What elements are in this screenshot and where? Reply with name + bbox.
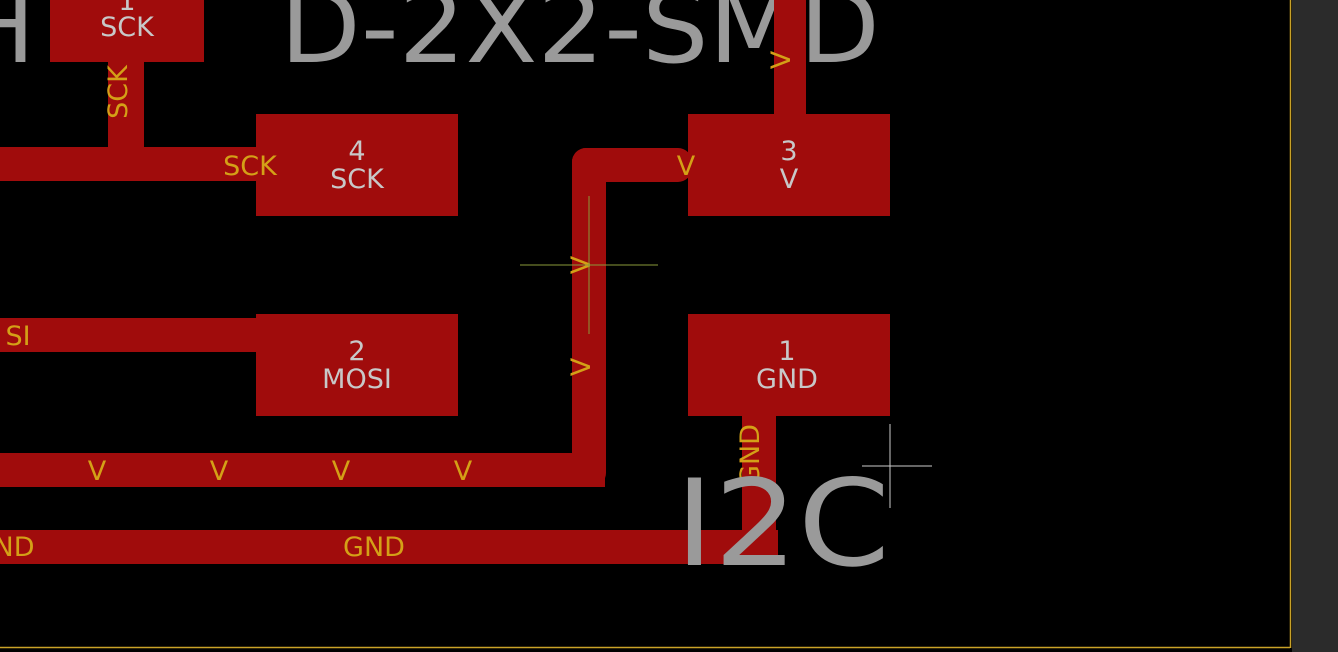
pad-top-number: 1 — [118, 0, 135, 17]
trace-v-top[interactable] — [572, 148, 692, 182]
net-label-v-4: V — [454, 456, 473, 487]
net-label-v-2: V — [210, 456, 229, 487]
net-label-gnd-left: ND — [0, 532, 35, 563]
net-label-mosi: SI — [5, 321, 30, 352]
pad-2[interactable] — [256, 314, 458, 416]
trace-gnd-horizontal[interactable] — [0, 530, 778, 564]
package-name-silk-prefix: H — [0, 0, 35, 86]
pad-1[interactable] — [688, 314, 890, 416]
trace-gnd-vertical[interactable] — [742, 410, 776, 564]
pad-4-number: 4 — [348, 136, 365, 167]
pad-top[interactable] — [50, 0, 204, 62]
part-name-silk: I2C — [675, 455, 890, 594]
net-label-gnd-vertical: GND — [735, 424, 766, 486]
net-label-v-3: V — [332, 456, 351, 487]
pad-3-number: 3 — [780, 136, 797, 167]
origin-crosshair-v — [520, 196, 658, 334]
net-label-sck-vertical: SCK — [103, 64, 134, 119]
trace-mosi[interactable] — [0, 318, 260, 352]
trace-sck-vertical[interactable] — [108, 60, 144, 154]
trace-sck-horizontal[interactable] — [0, 147, 260, 181]
pad-4-name: SCK — [330, 164, 385, 195]
net-label-v-up: V — [766, 50, 797, 69]
pad-3-name: V — [780, 164, 799, 195]
pad-1-number: 1 — [778, 336, 795, 367]
pad-top-name: SCK — [100, 12, 155, 43]
side-panel — [1292, 0, 1338, 652]
net-label-v-1: V — [88, 456, 107, 487]
net-label-gnd: GND — [343, 532, 405, 563]
net-label-v-pad3: V — [677, 151, 696, 182]
traces — [0, 0, 806, 564]
pad-3[interactable] — [688, 114, 890, 216]
net-label-v-vert-2: V — [566, 357, 597, 376]
net-label-sck: SCK — [223, 151, 278, 182]
origin-crosshair-part — [862, 424, 932, 508]
pad-2-name: MOSI — [322, 364, 392, 395]
pad-2-number: 2 — [348, 336, 365, 367]
trace-v-up[interactable] — [774, 0, 806, 118]
pad-4[interactable] — [256, 114, 458, 216]
trace-v-bottom[interactable] — [0, 453, 605, 487]
pad-1-name: GND — [756, 364, 818, 395]
